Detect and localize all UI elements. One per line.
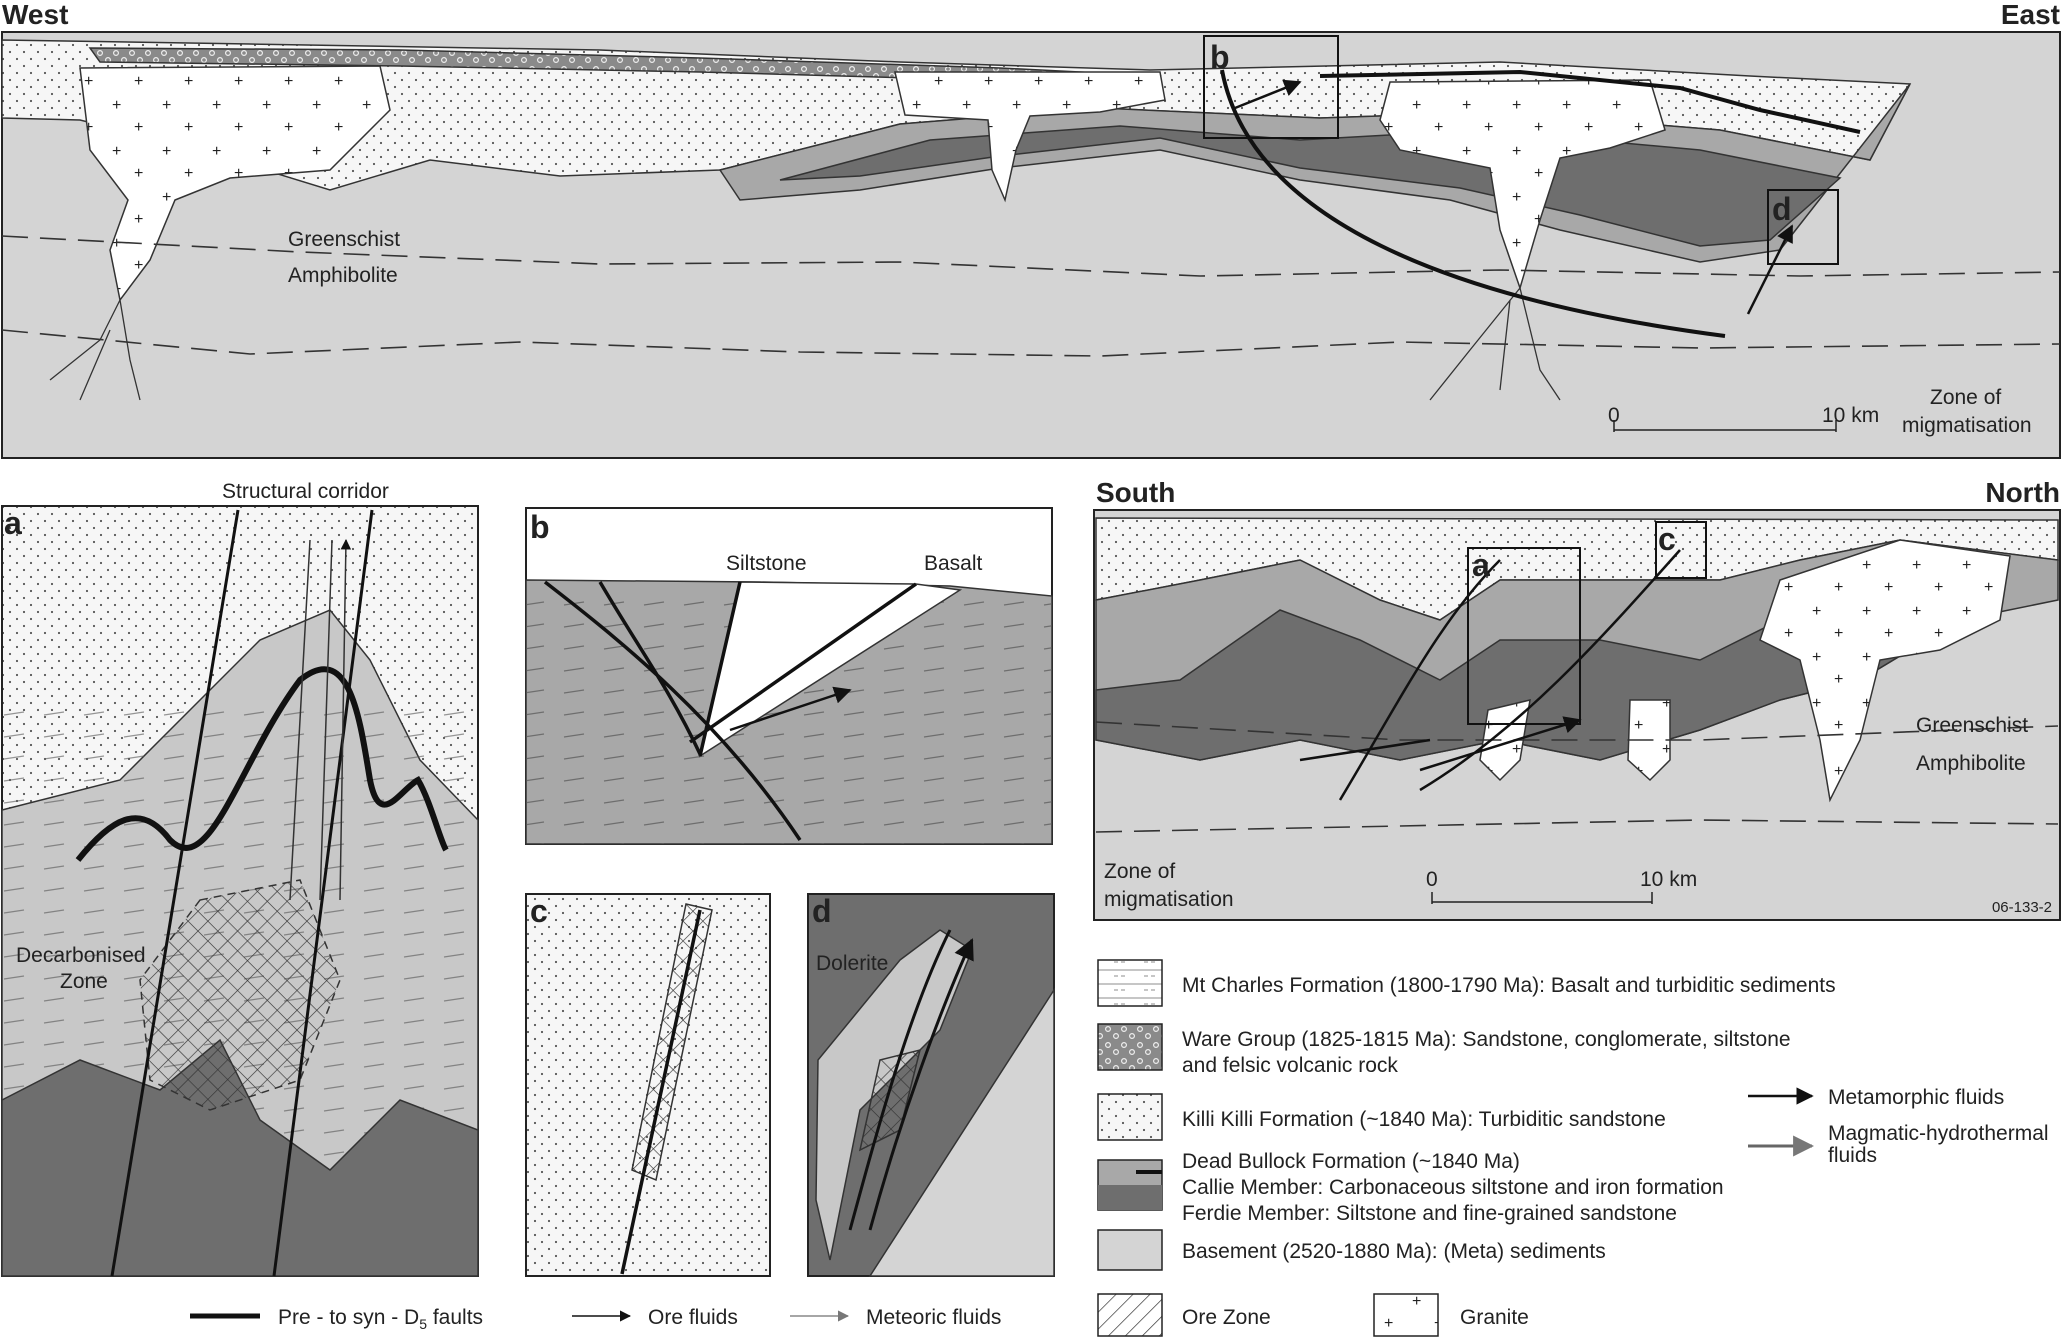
legend-faults-suffix: faults [427,1306,483,1329]
migmatisation-zone-line1: Zone of [1930,386,2001,409]
west-east-section: West East b d Greenschist Amphiboli [1,0,2061,459]
south-label: South [1096,477,1175,508]
sn-box-a-label: a [1472,547,1490,583]
migmatisation-zone-line2: migmatisation [1902,414,2032,437]
legend-swatch-granite [1373,1293,1439,1337]
south-north-section: South North a c Greenschist Amphibolite … [1093,477,2061,921]
legend-swatch-ore-zone [1097,1293,1163,1337]
sn-scale-end-label: 10 km [1640,868,1697,891]
greenschist-amphibolite-boundary [1,235,2061,277]
panel-a: Structural corridor a Decarbonised Zone [1,480,479,1277]
panel-d-label: d [812,893,832,929]
legend-swatch-ware [1097,1023,1163,1071]
panel-c-frame [525,893,771,1277]
sn-migmatite-boundary [1095,819,2059,833]
legend-ore-zone: Ore Zone [1182,1306,1271,1329]
panel-c: c [525,893,771,1277]
panel-a-marker-bed [75,666,449,862]
panel-a-ore-fluid-arrows [289,540,346,901]
panel-a-decarbonised-zone [139,879,341,1111]
panel-c-label: c [530,893,548,929]
legend-swatch-basement [1097,1229,1163,1271]
legend-ware-line1: Ware Group (1825-1815 Ma): Sandstone, co… [1182,1028,1791,1051]
west-label: West [2,0,68,30]
migmatite-boundary [1,329,2061,357]
panel-b-ore-arrow [729,686,852,732]
granite-central [894,71,1166,203]
legend-mt-charles: Mt Charles Formation (1800-1790 Ma): Bas… [1182,974,1836,997]
legend-swatch-killi [1097,1093,1163,1141]
legend-magmatic-line1: Magmatic-hydrothermal [1828,1122,2049,1145]
legend-swatch-mt-charles [1097,959,1163,1007]
legend: Mt Charles Formation (1800-1790 Ma): Bas… [190,959,2049,1337]
north-label: North [1985,477,2060,508]
sn-scale-zero-label: 0 [1426,868,1438,891]
panel-b-label: b [530,509,550,545]
granite-west [79,65,391,302]
panel-d: d Dolerite [807,893,1055,1277]
ore-fluid-arrow-b [1234,79,1302,110]
granite-roots [49,287,1561,401]
legend-meteoric-fluids: Meteoric fluids [866,1306,1001,1329]
legend-magmatic-line2: fluids [1828,1144,1877,1167]
box-b-label: b [1210,39,1230,75]
amphibolite-label: Amphibolite [288,264,398,287]
legend-faults-prefix: Pre - to syn - D [278,1306,419,1329]
granite-east [1379,79,1666,291]
legend-basement: Basement (2520-1880 Ma): (Meta) sediment… [1182,1240,1606,1263]
sn-ore-fluid-arrows [1299,549,1681,801]
siltstone-label: Siltstone [726,552,807,575]
panel-b-faults [543,580,918,841]
legend-killi: Killi Killi Formation (~1840 Ma): Turbid… [1182,1108,1666,1131]
greenschist-label: Greenschist [288,228,400,251]
metamorphic-fluid-arrow-east [1746,224,1794,315]
sn-box-a [1467,547,1581,725]
legend-dead-bullock-line2: Callie Member: Carbonaceous siltstone an… [1182,1176,1724,1199]
main-fault [1220,69,1726,338]
panel-c-fault [620,909,702,1275]
sn-amphibolite-label: Amphibolite [1916,752,2026,775]
legend-metamorphic: Metamorphic fluids [1828,1086,2004,1109]
decarbonised-zone-line2: Zone [60,970,108,993]
legend-faults-sub: 5 [419,1316,427,1332]
legend-granite: Granite [1460,1306,1529,1329]
panel-a-structural-corridor [110,509,374,1277]
east-label: East [2001,0,2060,30]
sn-zone-line2: migmatisation [1104,888,1234,911]
sn-greenschist-boundary [1095,721,2059,741]
legend-ore-fluids: Ore fluids [648,1306,738,1329]
scale-end-label: 10 km [1822,404,1879,427]
box-d-label: d [1772,191,1792,227]
scale-zero-label: 0 [1608,404,1620,427]
box-b [1203,35,1339,139]
callie-marker-line [1319,69,1861,134]
sn-greenschist-label: Greenschist [1916,714,2028,737]
decarbonised-zone-line1: Decarbonised [16,944,146,967]
structural-corridor-title: Structural corridor [222,480,389,503]
figure-code: 06-133-2 [1992,899,2052,916]
basalt-label: Basalt [924,552,983,575]
sn-zone-line1: Zone of [1104,860,1175,883]
legend-dead-bullock-line1: Dead Bullock Formation (~1840 Ma) [1182,1150,1520,1173]
panel-a-label: a [4,505,22,541]
box-d [1767,189,1839,265]
callie-member-unit [779,125,1842,247]
legend-ware-line2: and felsic volcanic rock [1182,1054,1398,1077]
panel-b: b Siltstone Basalt [525,507,1053,845]
dolerite-label: Dolerite [816,952,888,975]
legend-swatch-callie [1098,1185,1162,1210]
legend-faults: Pre - to syn - D5 faults [278,1306,483,1332]
legend-dead-bullock-line3: Ferdie Member: Siltstone and fine-graine… [1182,1202,1677,1225]
sn-box-c-label: c [1658,521,1676,557]
panel-d-basement [868,987,1055,1277]
panel-d-faults [848,930,972,1231]
sn-box-c [1655,521,1707,579]
